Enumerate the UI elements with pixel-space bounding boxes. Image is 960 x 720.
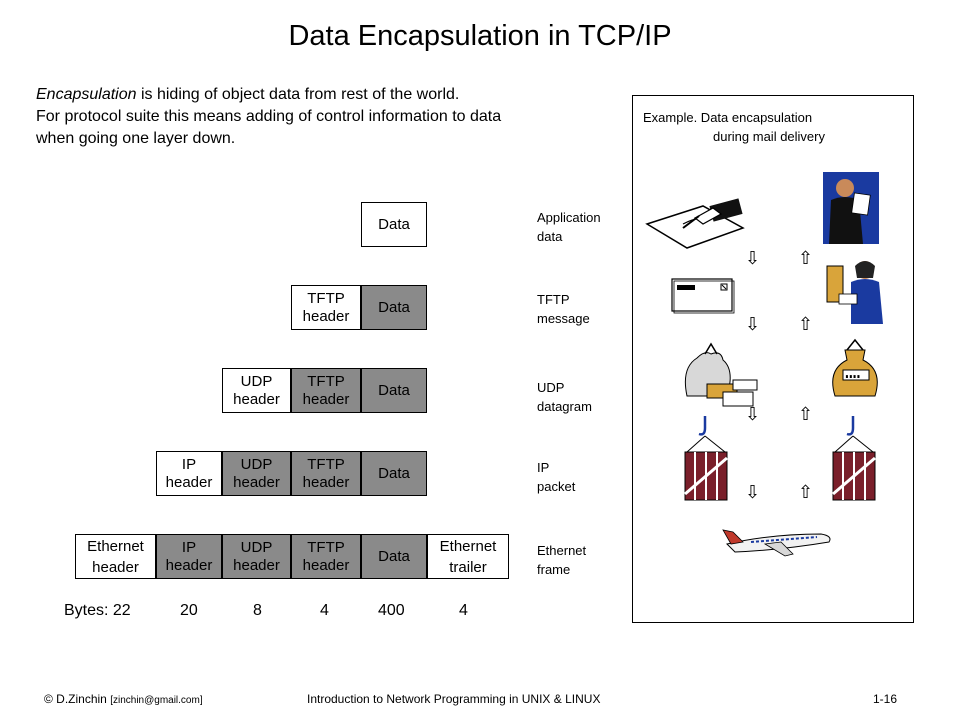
layer-label-application-l1: Application	[537, 210, 601, 225]
ip-pkt-udp-l2: header	[233, 473, 280, 491]
crate-right-icon	[832, 416, 876, 501]
eth-frame-data-label: Data	[378, 547, 410, 565]
down-arrow-icon: ⇩	[745, 482, 761, 502]
udp-dg-tftp-l1: TFTP	[307, 372, 345, 390]
ip-pkt-tftp-l2: header	[302, 473, 350, 491]
layer-label-tftp-l2: message	[537, 311, 590, 326]
eth-frame-tftp-l2: header	[302, 556, 350, 574]
up-arrow-icon: ⇧	[798, 404, 814, 424]
app-data-box: Data	[361, 202, 427, 247]
up-arrow-icon: ⇧	[798, 314, 814, 334]
bytes-trailer: 4	[459, 602, 468, 619]
up-arrow-icon: ⇧	[798, 482, 814, 502]
money-sack-icon: ∎∎∎∎	[832, 338, 878, 397]
udp-dg-data-label: Data	[378, 381, 410, 399]
layer-label-tftp: TFTP message	[537, 290, 590, 328]
crate-left-icon	[684, 416, 728, 501]
bytes-tftp: 4	[320, 602, 329, 619]
layer-label-application: Application data	[537, 208, 601, 246]
eth-frame-ip-l1: IP	[181, 538, 197, 556]
layer-label-ethernet: Ethernet frame	[537, 541, 586, 579]
down-arrow-icon: ⇩	[745, 404, 761, 424]
example-panel: Example. Data encapsulation during mail …	[632, 95, 914, 623]
bytes-data: 400	[378, 602, 405, 619]
bytes-label: Bytes: 22	[64, 602, 131, 619]
intro-line-1: Encapsulation is hiding of object data f…	[36, 86, 459, 104]
layer-label-application-l2: data	[537, 229, 563, 244]
udp-dg-data: Data	[361, 368, 427, 413]
tftp-msg-tftp-l1: TFTP	[307, 289, 345, 307]
layer-label-ip-l1: IP	[537, 460, 550, 475]
eth-frame-udp-l2: header	[233, 556, 280, 574]
intro-term: Encapsulation	[36, 86, 137, 103]
writing-hand-icon	[645, 198, 745, 249]
intro-line-2: For protocol suite this means adding of …	[36, 108, 502, 125]
footer-slide-number: 1-16	[873, 692, 898, 706]
udp-dg-udp-l1: UDP	[240, 372, 273, 390]
man-reading-icon	[823, 172, 879, 244]
ip-pkt-ip-l1: IP	[181, 455, 197, 473]
layer-label-udp: UDP datagram	[537, 378, 592, 416]
layer-label-ethernet-l2: frame	[537, 562, 571, 577]
udp-dg-tftp-l2: header	[302, 390, 350, 408]
eth-frame-trailer-l1: Ethernet	[439, 537, 497, 555]
bytes-ip: 20	[180, 602, 198, 619]
intro-line-3: when going one layer down.	[36, 130, 236, 147]
page-title: Data Encapsulation in TCP/IP	[288, 20, 672, 52]
footer-author: © D.Zinchin [zinchin@gmail.com]	[44, 692, 203, 706]
ip-pkt-tftp-l1: TFTP	[307, 455, 345, 473]
ip-pkt-udp-l1: UDP	[240, 455, 273, 473]
intro-line-1-rest: is hiding of object data from rest of th…	[140, 86, 460, 103]
example-line-1: Example. Data encapsulation	[643, 110, 813, 125]
mail-bag-icon	[684, 342, 758, 407]
layer-label-tftp-l1: TFTP	[537, 292, 570, 307]
eth-frame-trailer-l2: trailer	[449, 558, 487, 576]
ip-pkt-data-label: Data	[378, 464, 410, 482]
eth-frame-tftp-l1: TFTP	[307, 538, 345, 556]
eth-frame-trailer: Ethernet trailer	[427, 534, 509, 579]
airplane-icon	[722, 529, 831, 557]
footer-course: Introduction to Network Programming in U…	[307, 692, 601, 706]
footer-email: [zinchin@gmail.com]	[110, 695, 203, 706]
udp-dg-udp-l2: header	[233, 390, 280, 408]
eth-frame-eth-l1: Ethernet	[87, 537, 144, 555]
eth-frame-ip-l2: header	[165, 556, 213, 574]
footer-author-name: © D.Zinchin	[44, 692, 107, 706]
ip-pkt-ip-l2: header	[165, 473, 213, 491]
example-line-2: during mail delivery	[713, 129, 825, 144]
eth-frame-data: Data	[361, 534, 427, 579]
ip-pkt-data: Data	[361, 451, 427, 496]
up-arrow-icon: ⇧	[798, 248, 814, 268]
envelope-icon	[671, 278, 735, 314]
tftp-msg-tftp-l2: header	[302, 307, 350, 325]
layer-label-udp-l1: UDP	[537, 380, 565, 395]
svg-text:∎∎∎∎: ∎∎∎∎	[845, 373, 860, 380]
app-data-label: Data	[378, 215, 410, 233]
postal-worker-icon	[826, 261, 883, 324]
bytes-udp: 8	[253, 602, 262, 619]
eth-frame-udp-l1: UDP	[240, 538, 273, 556]
eth-frame-eth-header: Ethernet header	[75, 534, 156, 579]
layer-label-udp-l2: datagram	[537, 399, 592, 414]
down-arrow-icon: ⇩	[745, 314, 761, 334]
tftp-msg-data: Data	[361, 285, 427, 330]
down-arrow-icon: ⇩	[745, 248, 761, 268]
layer-label-ip-l2: packet	[537, 479, 576, 494]
eth-frame-eth-l2: header	[92, 558, 139, 576]
tftp-msg-data-label: Data	[378, 298, 410, 316]
layer-label-ip: IP packet	[537, 458, 575, 496]
layer-label-ethernet-l1: Ethernet	[537, 543, 587, 558]
